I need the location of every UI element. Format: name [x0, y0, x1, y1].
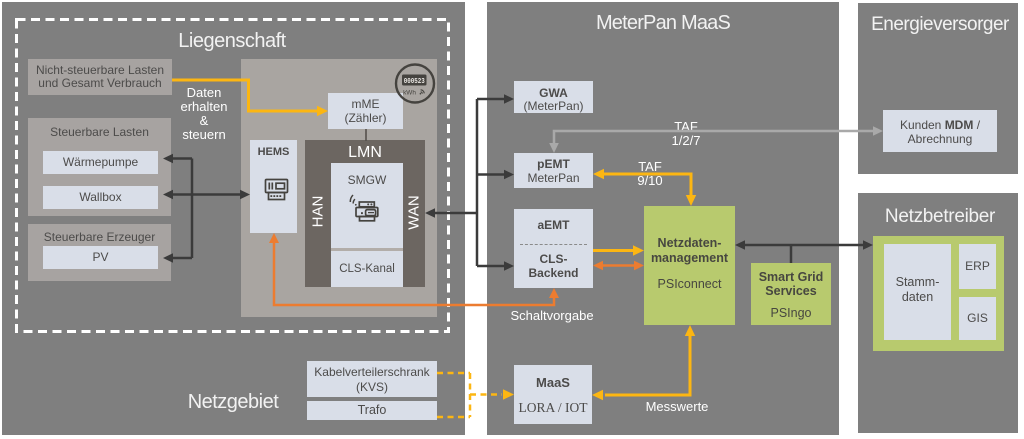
svg-text:kWh: kWh [403, 89, 416, 96]
svg-text:000523: 000523 [404, 78, 425, 86]
